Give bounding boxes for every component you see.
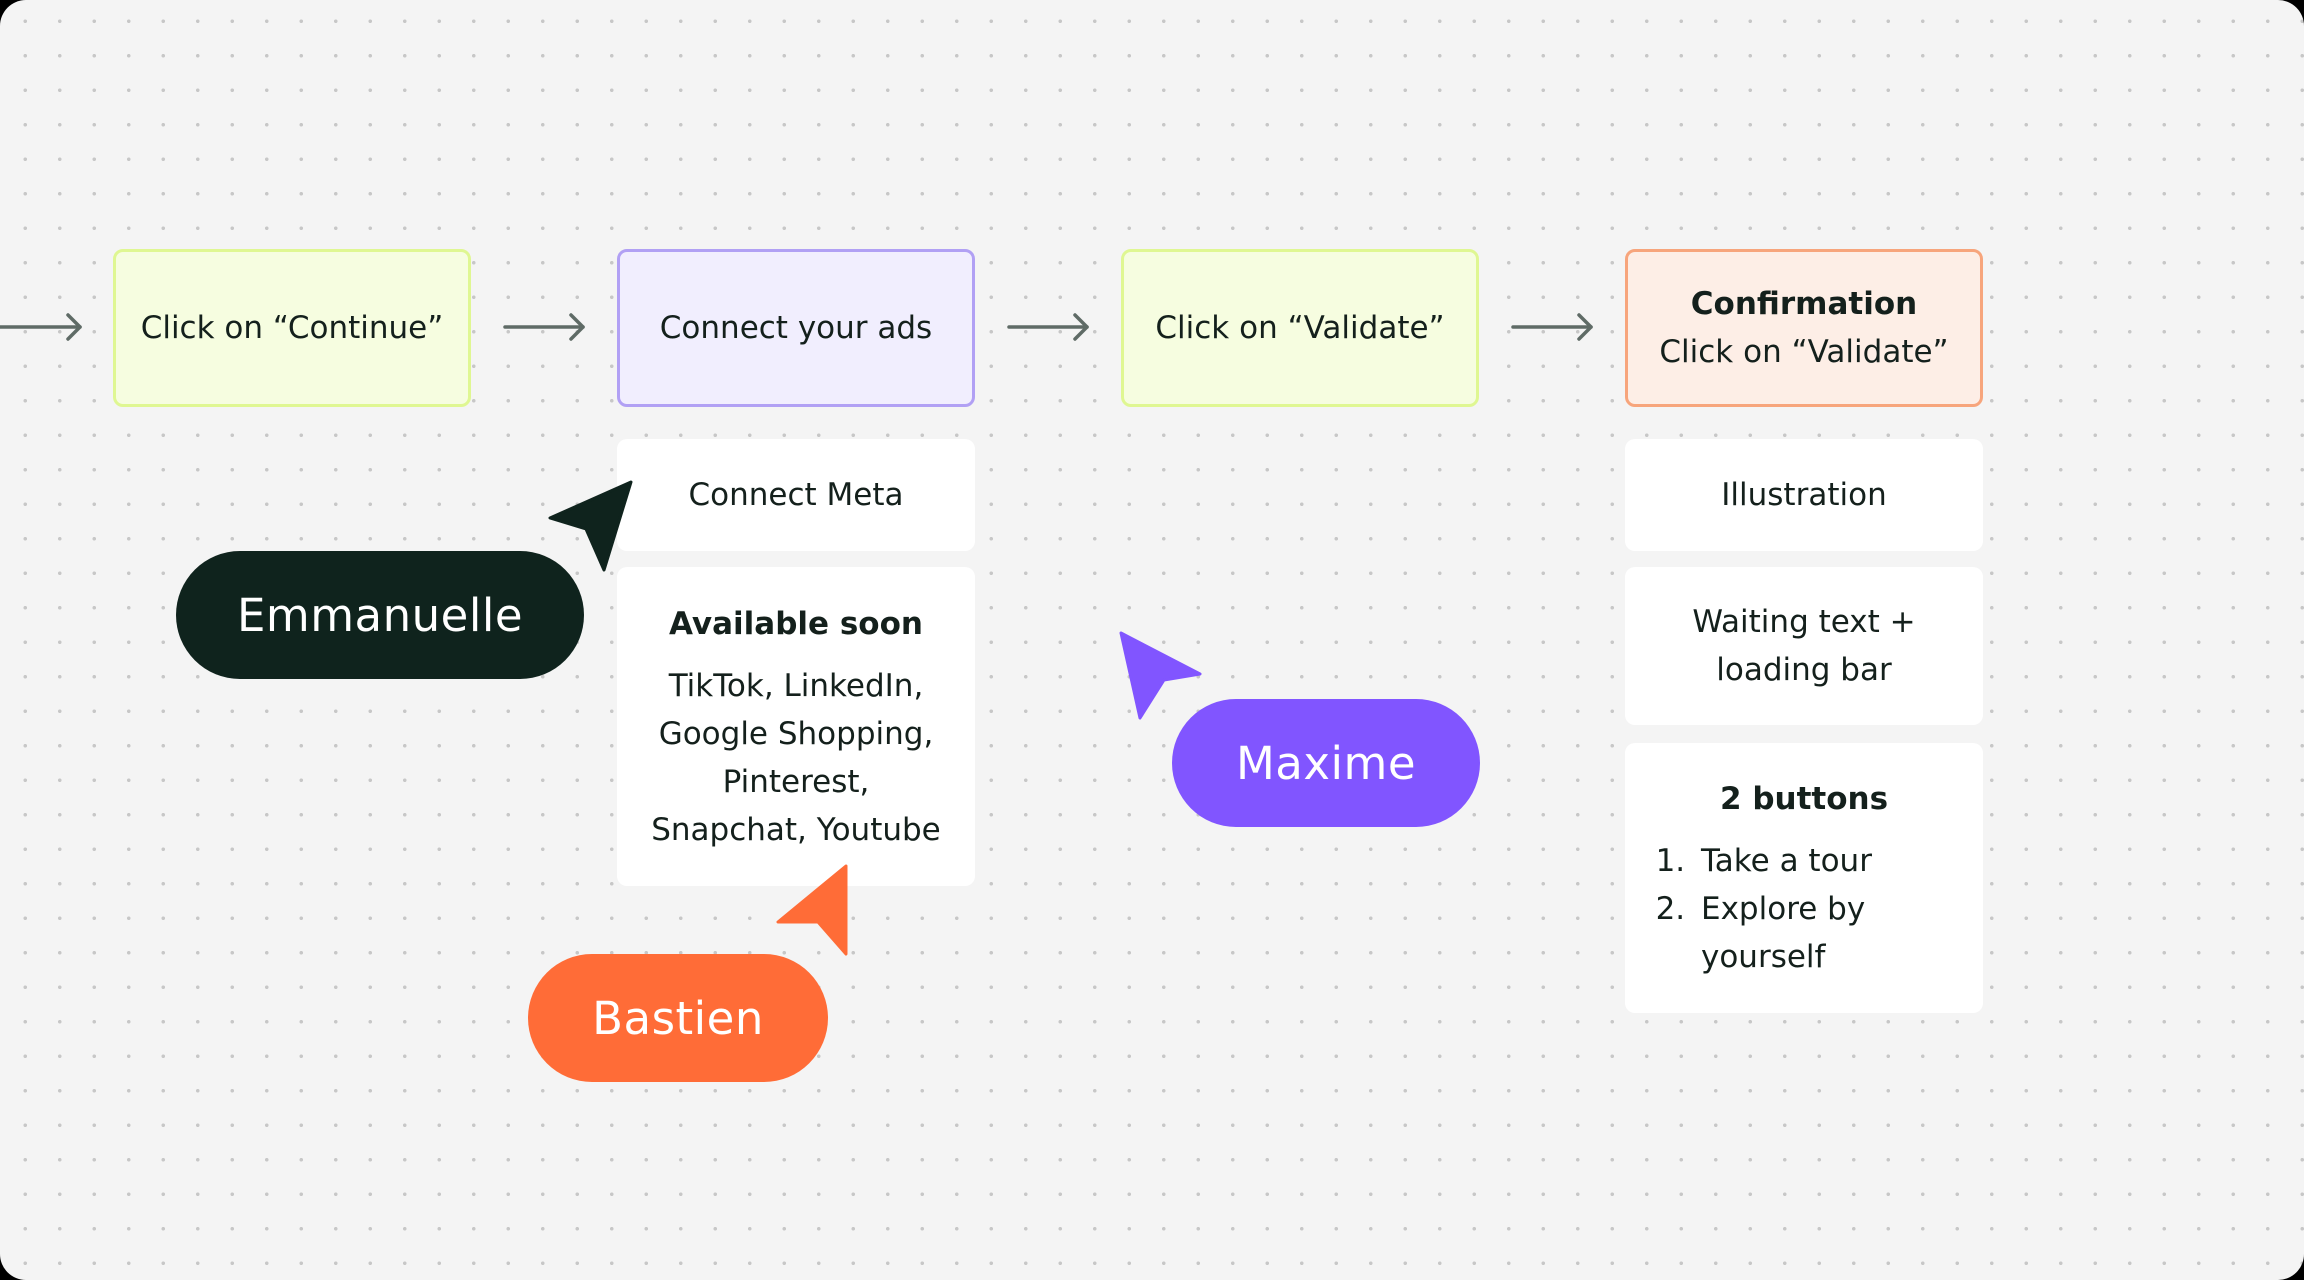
- step-label: Click on “Validate”: [1155, 310, 1445, 346]
- arrow-right-icon: [0, 307, 84, 347]
- step-connect-your-ads[interactable]: Connect your ads: [617, 249, 975, 407]
- card-heading: Available soon: [669, 605, 923, 642]
- card-illustration[interactable]: Illustration: [1625, 439, 1983, 551]
- step-click-validate[interactable]: Click on “Validate”: [1121, 249, 1479, 407]
- step-click-continue[interactable]: Click on “Continue”: [113, 249, 471, 407]
- cursor-pointer-icon: [1118, 630, 1204, 722]
- step-label: Click on “Continue”: [140, 310, 444, 346]
- step-label: Click on “Validate”: [1659, 334, 1949, 370]
- card-line: Google Shopping,: [658, 715, 934, 752]
- arrow-right-icon: [503, 307, 587, 347]
- card-line: loading bar: [1716, 652, 1892, 688]
- step-confirmation[interactable]: Confirmation Click on “Validate”: [1625, 249, 1983, 407]
- card-line: Waiting text +: [1692, 604, 1916, 640]
- card-line: Snapchat, Youtube: [651, 811, 941, 848]
- card-line: Pinterest,: [722, 763, 870, 800]
- collaborator-label-bastien: Bastien: [528, 954, 828, 1082]
- card-connect-meta[interactable]: Connect Meta: [617, 439, 975, 551]
- card-text: Illustration: [1721, 477, 1887, 513]
- collaborator-label-emmanuelle: Emmanuelle: [176, 551, 584, 679]
- arrow-right-icon: [1511, 307, 1595, 347]
- list-item: Take a tour: [1695, 837, 1891, 885]
- card-heading: 2 buttons: [1719, 781, 1889, 817]
- cursor-pointer-icon: [548, 480, 638, 572]
- card-waiting-text[interactable]: Waiting text + loading bar: [1625, 567, 1983, 725]
- list-item: Explore by yourself: [1695, 885, 1891, 981]
- step-label: Connect your ads: [659, 310, 933, 346]
- step-title: Confirmation: [1690, 286, 1918, 322]
- card-two-buttons[interactable]: 2 buttons Take a tour Explore by yoursel…: [1625, 743, 1983, 1013]
- card-line: TikTok, LinkedIn,: [668, 667, 924, 704]
- arrow-right-icon: [1007, 307, 1091, 347]
- cursor-pointer-icon: [774, 862, 850, 956]
- buttons-list: Take a tour Explore by yourself: [1635, 837, 1891, 981]
- card-text: Connect Meta: [688, 477, 904, 513]
- collaborator-label-maxime: Maxime: [1172, 699, 1480, 827]
- card-available-soon[interactable]: Available soon TikTok, LinkedIn, Google …: [617, 567, 975, 886]
